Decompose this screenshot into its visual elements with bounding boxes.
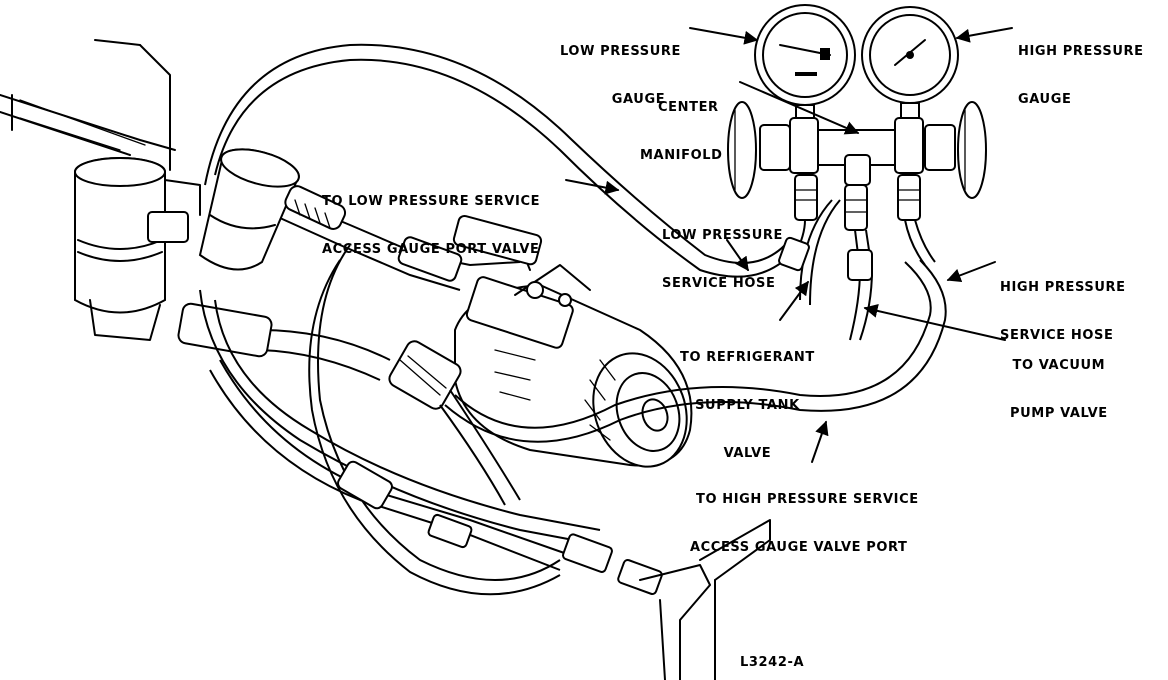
label-high-pressure-hose: HIGH PRESSURE SERVICE HOSE (1000, 280, 1126, 343)
arrow-high-pressure-gauge (955, 27, 1013, 43)
label-center-manifold: CENTER MANIFOLD (640, 100, 723, 163)
arrow-low-pressure-hose (726, 239, 749, 272)
low-pressure-service-hose (204, 43, 796, 278)
refrigerant-lines (177, 185, 663, 596)
right-body-panel (639, 519, 771, 680)
manifold-gauge-set (727, 4, 987, 341)
high-pressure-service-hose (444, 259, 947, 443)
label-to-low-pressure-port: TO LOW PRESSURE SERVICE ACCESS GAUGE POR… (322, 194, 541, 257)
arrow-high-pressure-port (811, 420, 829, 463)
arrow-low-pressure-gauge (689, 27, 759, 45)
suction-canister (198, 148, 300, 271)
label-to-high-pressure-port: TO HIGH PRESSURE SERVICE ACCESS GAUGE VA… (690, 492, 919, 555)
high-pressure-gauge-dial (861, 6, 959, 119)
figure-id: L3242-A (740, 655, 805, 670)
arrow-vacuum-pump (863, 303, 1006, 341)
arrow-refrigerant-supply (779, 280, 809, 321)
accumulator-drier (74, 157, 201, 341)
arrow-high-pressure-hose (946, 261, 996, 283)
arrow-low-pressure-port (565, 179, 620, 195)
label-low-pressure-hose: LOW PRESSURE SERVICE HOSE (662, 228, 783, 291)
label-refrigerant-supply: TO REFRIGERANT SUPPLY TANK VALVE (680, 350, 815, 461)
arrow-center-manifold (739, 81, 860, 135)
label-vacuum-pump: TO VACUUM PUMP VALVE (1010, 358, 1108, 421)
callout-arrows (565, 27, 1013, 463)
left-body-panel (0, 39, 176, 171)
low-pressure-gauge-dial (754, 4, 856, 121)
label-high-pressure-gauge: HIGH PRESSURE GAUGE (1018, 44, 1144, 107)
label-low-pressure-gauge: LOW PRESSURE GAUGE (560, 44, 681, 107)
